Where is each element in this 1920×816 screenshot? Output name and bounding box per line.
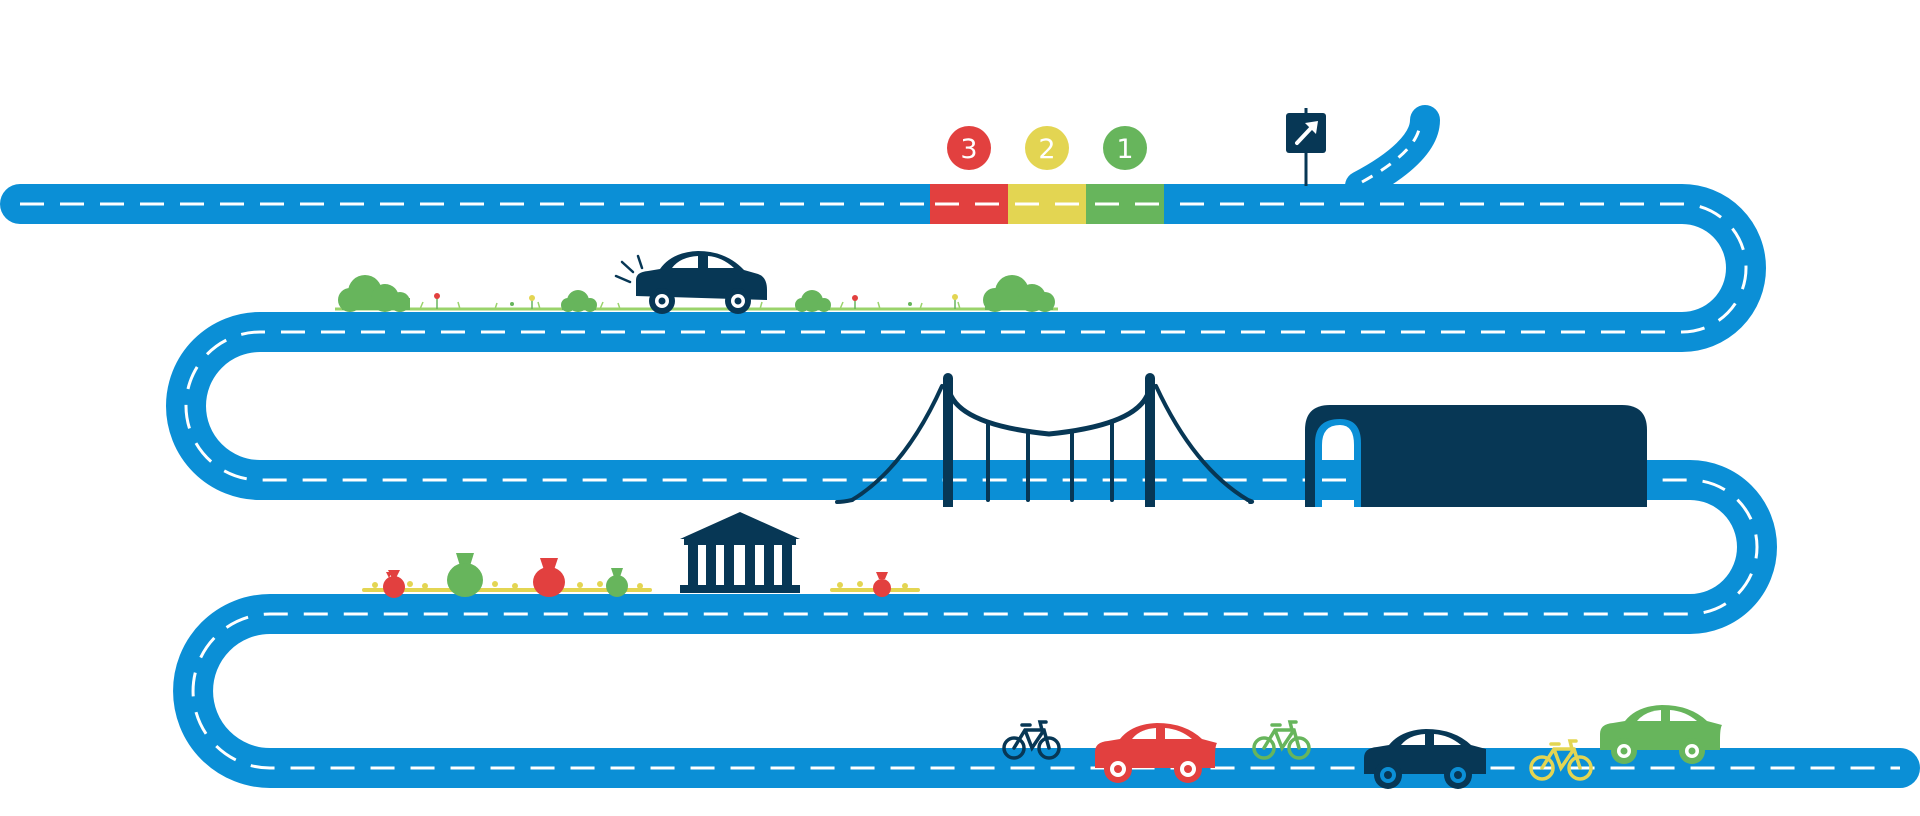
bicycle-icon [1002,720,1061,760]
countdown-strip [930,184,1164,224]
countdown-badge-3: 3 [947,126,991,170]
car-icon [636,251,767,314]
suspension-bridge-icon [835,373,1255,507]
broken-down-car [614,251,767,314]
winding-road [0,105,1920,788]
bush-icon [338,275,410,312]
countdown-badge-1: 1 [1103,126,1147,170]
tunnel-icon [1305,405,1647,507]
car-icon [1600,705,1722,764]
money-bag-icon [447,553,483,597]
money-bag-icon [533,558,565,597]
arrow-up-right-icon [1295,121,1318,145]
countdown-badges: 3 2 1 [947,126,1147,170]
bush-icon [795,290,831,312]
flowers [434,293,958,309]
grass-strip [335,301,1058,311]
car-icon [1095,723,1217,783]
svg-text:3: 3 [960,134,977,165]
bush-icon [983,275,1055,312]
money-bag-icon [383,570,405,598]
bush-icon [561,290,597,312]
countdown-badge-2: 2 [1025,126,1069,170]
coin-piles [362,581,920,592]
svg-text:2: 2 [1038,134,1055,165]
money-bag-icon [606,568,628,597]
bicycle-icon [1529,739,1593,781]
car-icon [1364,729,1486,789]
bank-building-icon [680,512,800,593]
exit-sign [1286,108,1326,186]
money-bag-icon [873,572,891,597]
bicycle-icon [1252,720,1311,760]
svg-text:1: 1 [1116,134,1133,165]
